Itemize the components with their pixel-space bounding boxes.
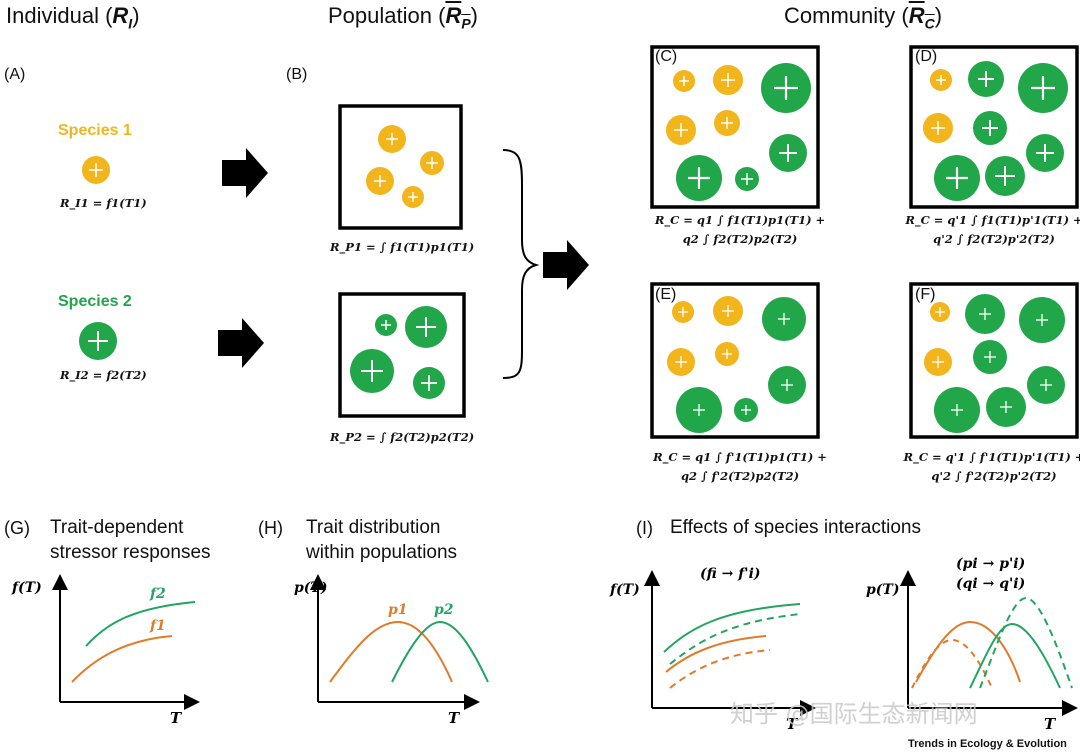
panel-h-xlabel: T xyxy=(448,709,461,727)
panel-i-right-ylabel: p(T) xyxy=(866,582,899,598)
header-community-text: Community xyxy=(784,3,896,28)
population1-box xyxy=(338,104,463,230)
header-community-symbol: R xyxy=(908,3,925,28)
panel-h-curve2-label: p2 xyxy=(434,602,454,618)
panel-i-left-ylabel: f(T) xyxy=(609,582,640,598)
panel-h-curve1-label: p1 xyxy=(388,602,408,618)
panel-i-title: Effects of species interactions xyxy=(670,517,921,538)
formula-e-line1: R_C = q1 ∫ f'1(T1)p1(T1) + xyxy=(653,450,827,464)
population2-individuals xyxy=(350,306,447,399)
panel-g-title-line1: Trait-dependent xyxy=(50,517,184,538)
panel-e-letter: (E) xyxy=(655,286,677,303)
species2-circle xyxy=(79,322,117,360)
panel-b-letter: (B) xyxy=(286,66,308,83)
formula-rp1: R_P1 = ∫ f1(T1)p1(T1) xyxy=(330,240,475,254)
community-d-individuals xyxy=(923,61,1068,201)
formula-rp2: R_P2 = ∫ f2(T2)p2(T2) xyxy=(330,430,475,444)
species2-label: Species 2 xyxy=(58,293,132,310)
curve-p1-original xyxy=(915,620,1021,683)
community-c-individuals xyxy=(666,63,811,201)
species1-label: Species 1 xyxy=(58,122,132,139)
community-f-individuals xyxy=(924,294,1065,433)
arrow-right-icon xyxy=(222,148,268,198)
panel-h-title-line1: Trait distribution xyxy=(306,517,441,538)
panel-h-plot: p(T) T p1 p2 xyxy=(294,574,489,727)
population1-individuals xyxy=(366,125,444,208)
arrow-right-icon xyxy=(543,240,589,290)
curve-f1 xyxy=(71,635,173,683)
community-c-box xyxy=(650,45,820,209)
panel-h-ylabel: p(T) xyxy=(294,580,327,596)
arrow-right-icon xyxy=(218,318,264,368)
panel-g-curve2-label: f2 xyxy=(149,586,166,602)
curve-p2-original xyxy=(969,622,1061,689)
curve-f1-original xyxy=(665,635,767,673)
journal-credit: Trends in Ecology & Evolution xyxy=(908,738,1067,750)
header-individual: Individual (RI) xyxy=(6,3,140,32)
curve-f2-modified xyxy=(669,613,801,665)
panel-i-letter: (I) xyxy=(636,518,653,538)
header-population-symbol: R xyxy=(445,3,462,28)
formula-d-line1: R_C = q'1 ∫ f1(T1)p'1(T1) + xyxy=(905,213,1080,227)
community-e-box xyxy=(650,282,820,439)
panel-d-letter: (D) xyxy=(915,48,938,65)
curve-p1 xyxy=(329,620,453,683)
community-d-box xyxy=(909,45,1079,209)
formula-e-line2: q2 ∫ f'2(T2)p2(T2) xyxy=(680,469,800,483)
formula-ri1: R_I1 = f1(T1) xyxy=(60,196,147,210)
panel-g-plot: f(T) T f2 f1 xyxy=(11,574,200,727)
panel-i-left-xlabel: T xyxy=(786,715,799,733)
panel-g-letter: (G) xyxy=(4,518,30,538)
curve-p2 xyxy=(391,620,489,683)
panel-f-letter: (F) xyxy=(915,286,936,303)
watermark: 知乎 @国际生态新闻网 xyxy=(730,700,978,728)
panel-g-title-line2: stressor responses xyxy=(50,542,211,563)
population2-box xyxy=(338,292,466,418)
formula-ri2: R_I2 = f2(T2) xyxy=(60,368,147,382)
community-f-box xyxy=(909,282,1079,439)
panel-i-right-xlabel: T xyxy=(1044,715,1057,733)
header-individual-symbol: R xyxy=(112,3,129,28)
formula-d-line2: q'2 ∫ f2(T2)p'2(T2) xyxy=(933,232,1055,246)
panel-h-letter: (H) xyxy=(258,518,283,538)
formula-c-line1: R_C = q1 ∫ f1(T1)p1(T1) + xyxy=(654,213,826,227)
header-population-text: Population xyxy=(328,3,432,28)
panel-i-right-note1: (pi → p'i) xyxy=(956,556,1025,572)
formula-f-line1: R_C = q'1 ∫ f'1(T1)p'1(T1) + xyxy=(903,450,1080,464)
panel-g-xlabel: T xyxy=(170,709,183,727)
community-e-individuals xyxy=(667,296,806,433)
header-community: Community (RC) xyxy=(784,3,943,32)
panel-i-right-note2: (qi → q'i) xyxy=(956,576,1025,592)
formula-f-line2: q'2 ∫ f'2(T2)p'2(T2) xyxy=(931,469,1057,483)
curve-f1-modified xyxy=(669,649,771,689)
curve-p2-modified xyxy=(979,596,1073,689)
header-population: Population (RP) xyxy=(328,3,478,32)
header-individual-subscript: I xyxy=(128,15,133,32)
header-community-subscript: C xyxy=(924,15,935,32)
panel-g-ylabel: f(T) xyxy=(11,580,42,596)
curve-f2-original xyxy=(663,603,801,653)
diagram-shapes xyxy=(79,45,1079,439)
panel-i-left-note: (fi → f'i) xyxy=(700,566,761,582)
panel-a-letter: (A) xyxy=(4,66,26,83)
header-individual-text: Individual xyxy=(6,3,99,28)
curve-p1-modified xyxy=(911,638,993,689)
panel-i-plots: f(T) (fi → f'i) p(T) (pi → p'i) (qi → q'… xyxy=(609,556,1078,733)
panel-c-letter: (C) xyxy=(655,48,678,65)
formula-c-line2: q2 ∫ f2(T2)p2(T2) xyxy=(682,232,798,246)
curly-brace-icon xyxy=(502,149,540,379)
species1-circle xyxy=(82,156,110,184)
curve-f2 xyxy=(85,601,196,647)
panel-h-title-line2: within populations xyxy=(306,542,458,563)
panel-g-curve1-label: f1 xyxy=(149,618,166,634)
header-population-subscript: P xyxy=(461,15,471,32)
